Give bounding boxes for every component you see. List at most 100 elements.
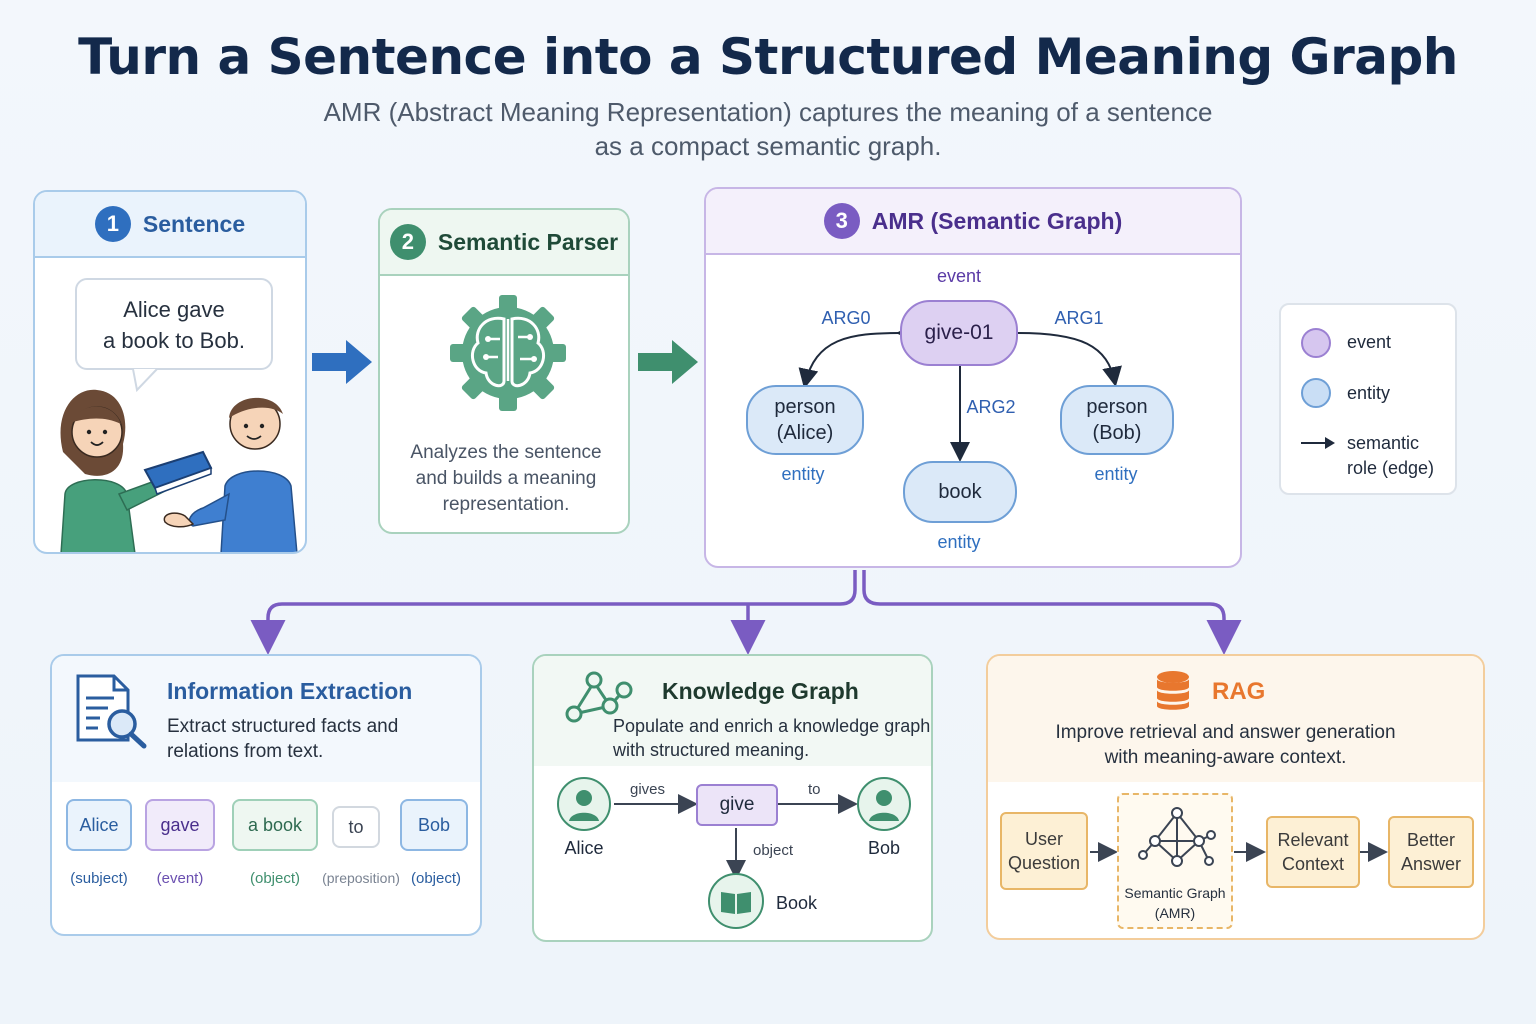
- chip-alice-role: (subject): [70, 870, 128, 887]
- parser-panel: 2 Semantic Parser Analyzes the sentence: [378, 208, 630, 534]
- kg-alice-label: Alice: [564, 838, 604, 858]
- kg-give-node: give: [696, 784, 778, 826]
- subtitle-line-2: as a compact semantic graph.: [594, 131, 942, 161]
- document-search-icon: [76, 674, 147, 749]
- edge-legend-arrow-icon: [1301, 437, 1335, 449]
- user-question-line-1: User: [1024, 829, 1063, 849]
- step-2-badge: 2: [389, 224, 426, 260]
- rag-desc-line-2: with meaning-aware context.: [1104, 747, 1347, 768]
- kg-object-label: object: [753, 842, 794, 859]
- legend-edge-line-1: semantic: [1347, 433, 1420, 453]
- book-entity-label: entity: [937, 532, 981, 552]
- sentence-title: Sentence: [142, 210, 246, 237]
- speech-bubble: Alice gave a book to Bob.: [75, 278, 273, 370]
- amr-title: AMR (Semantic Graph): [871, 207, 1123, 234]
- people-illustration: [60, 389, 298, 552]
- bob-node-line-2: (Bob): [1092, 422, 1142, 444]
- alice-entity-label: entity: [781, 464, 825, 484]
- chip-a-book: a book: [232, 799, 318, 851]
- arg0-edge: [798, 322, 917, 389]
- semantic-graph-line-1: Semantic Graph: [1124, 885, 1226, 901]
- kg-to-label: to: [808, 781, 821, 798]
- chip-bob: Bob: [400, 799, 468, 851]
- parser-desc-line-2: and builds a meaning: [415, 468, 597, 489]
- legend-edge-line-2: role (edge): [1347, 458, 1435, 478]
- arg1-label: ARG1: [1054, 308, 1104, 328]
- entity-legend-swatch: [1301, 378, 1331, 408]
- rag-flow-arrows: [1090, 842, 1388, 862]
- semantic-graph-line-2: (AMR): [1154, 905, 1196, 921]
- alice-entity-node: person (Alice): [746, 385, 864, 455]
- step-3-badge: 3: [823, 203, 860, 239]
- bob-person-icon: [857, 777, 911, 831]
- subtitle-line-1: AMR (Abstract Meaning Representation) ca…: [323, 97, 1213, 127]
- sentence-line-2: a book to Bob.: [103, 328, 245, 353]
- chip-alice: Alice: [66, 799, 132, 851]
- relevant-context-line-1: Relevant: [1277, 830, 1349, 850]
- better-answer-line-2: Answer: [1400, 854, 1462, 874]
- kg-gives-label: gives: [630, 781, 666, 798]
- ie-desc-line-2: relations from text.: [167, 741, 324, 762]
- arg1-edge: [1017, 332, 1122, 387]
- info-extraction-panel: Information Extraction Extract structure…: [50, 654, 482, 936]
- connector-to-ie: [250, 570, 857, 655]
- event-legend-swatch: [1301, 328, 1331, 358]
- brain-gear-icon: [450, 295, 566, 411]
- sentence-line-1: Alice gave: [123, 297, 225, 322]
- network-icon: [565, 671, 633, 723]
- user-question-line-2: Question: [1007, 853, 1081, 873]
- arg0-label: ARG0: [821, 308, 871, 328]
- legend-box: event entity semantic role (edge): [1279, 303, 1457, 495]
- kg-bob-label: Bob: [867, 838, 901, 858]
- speech-bubble-tail: [132, 368, 158, 393]
- kg-desc-line-1: Populate and enrich a knowledge graph: [613, 716, 931, 736]
- book-entity-node: book: [903, 461, 1017, 523]
- page-title: Turn a Sentence into a Structured Meanin…: [78, 28, 1458, 86]
- relevant-context-box: Relevant Context: [1266, 816, 1360, 888]
- database-icon: [1157, 671, 1189, 710]
- parser-desc-line-1: Analyzes the sentence: [410, 442, 602, 463]
- parser-title: Semantic Parser: [437, 228, 619, 255]
- rag-panel: RAG Improve retrieval and answer generat…: [986, 654, 1485, 940]
- chip-gave: gave: [145, 799, 215, 851]
- arrow-sentence-to-parser: [312, 340, 372, 384]
- ie-desc-line-1: Extract structured facts and: [167, 716, 399, 737]
- event-label: event: [936, 266, 982, 286]
- relevant-context-line-2: Context: [1281, 854, 1345, 874]
- arg2-label: ARG2: [966, 397, 1016, 417]
- chip-bob-role: (object): [410, 870, 462, 887]
- give-01-node: give-01: [900, 300, 1018, 366]
- knowledge-graph-panel: Knowledge Graph Populate and enrich a kn…: [532, 654, 933, 942]
- bob-entity-label: entity: [1094, 464, 1138, 484]
- alice-person-icon: [557, 777, 611, 831]
- kg-desc-line-2: with structured meaning.: [613, 740, 810, 760]
- bob-node-line-1: person: [1086, 396, 1148, 418]
- legend-event: event: [1347, 332, 1392, 352]
- step-1-badge: 1: [94, 206, 131, 242]
- parser-desc-line-3: representation.: [442, 494, 570, 515]
- kg-diagram-edges: [614, 794, 858, 880]
- user-question-box: User Question: [1000, 812, 1088, 890]
- kg-book-label: Book: [776, 893, 818, 913]
- kg-title: Knowledge Graph: [662, 678, 859, 704]
- alice-node-line-1: person: [774, 396, 836, 418]
- chip-to-role: (preposition): [322, 870, 400, 886]
- graph-network-icon: [1138, 807, 1216, 867]
- better-answer-line-1: Better: [1406, 830, 1456, 850]
- bob-entity-node: person (Bob): [1060, 385, 1174, 455]
- ie-title: Information Extraction: [167, 678, 413, 704]
- chip-to: to: [332, 806, 380, 848]
- book-icon: [708, 873, 764, 929]
- semantic-graph-box: Semantic Graph (AMR): [1117, 793, 1233, 929]
- rag-title: RAG: [1212, 678, 1266, 705]
- connector-to-rag: [862, 570, 1242, 655]
- legend-entity: entity: [1347, 383, 1391, 403]
- rag-desc-line-1: Improve retrieval and answer generation: [1055, 722, 1396, 743]
- arrow-parser-to-amr: [638, 340, 698, 384]
- alice-node-line-2: (Alice): [776, 422, 834, 444]
- sentence-panel: 1 Sentence Alice gave a book to Bob.: [33, 190, 307, 554]
- chip-book-role: (object): [249, 870, 301, 887]
- chip-gave-role: (event): [156, 870, 204, 887]
- better-answer-box: Better Answer: [1388, 816, 1474, 888]
